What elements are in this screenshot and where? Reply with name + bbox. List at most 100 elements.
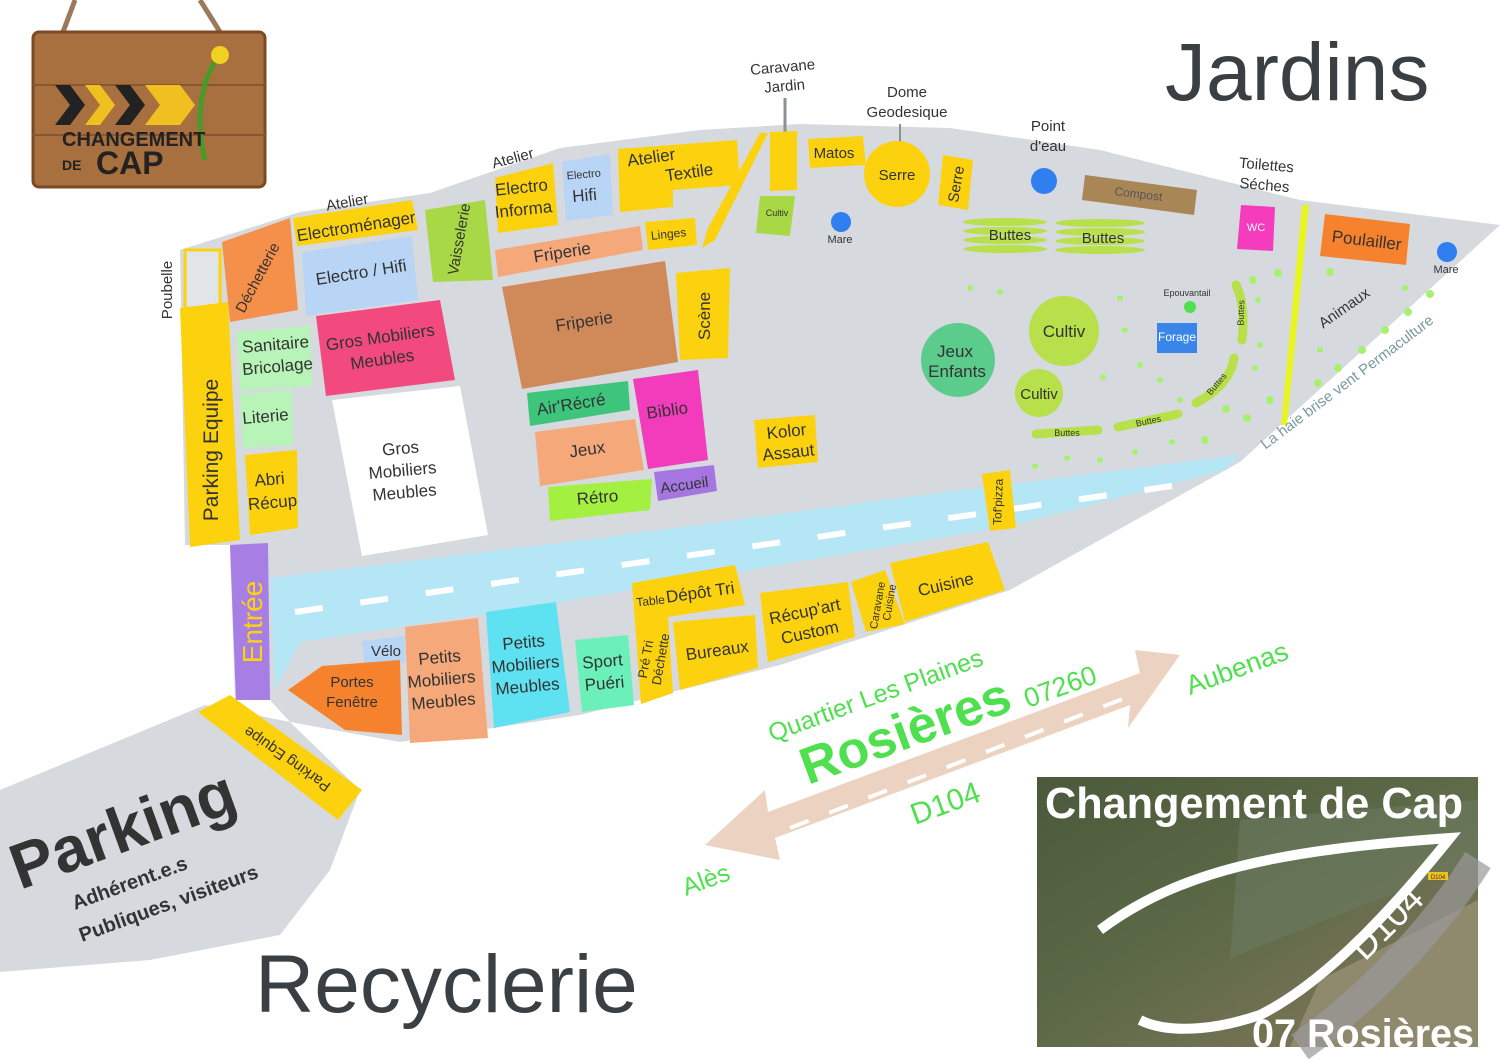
label-wc: WC (1247, 222, 1265, 234)
zone-tofpizza (982, 470, 1016, 531)
zone-portes-fenetre (288, 660, 402, 735)
label-sport-pueri-2: Puéri (584, 672, 625, 694)
zone-matos (808, 136, 866, 168)
label-electro-hifi-2b: Hifi (571, 185, 597, 206)
label-cultiv-1: Cultiv (1043, 322, 1086, 341)
label-parking-equipe: Parking Equipe (200, 379, 223, 521)
label-toilettes-2: Séches (1239, 175, 1290, 196)
zone-entree (230, 543, 270, 700)
zone-abri-recup (245, 450, 298, 535)
zone-poulailler (1320, 214, 1410, 265)
label-serre-dome: Serre (879, 167, 916, 184)
zone-gros-mobiliers-pink (316, 300, 455, 396)
label-entree: Entrée (237, 581, 268, 664)
zone-cuisine (890, 542, 1005, 622)
label-table: Table (636, 593, 666, 610)
zone-jeux (535, 419, 644, 486)
logo-text-3: CAP (96, 145, 164, 181)
label-point-eau-2: d'eau (1030, 138, 1066, 155)
logo-sign: CHANGEMENT DE CAP (31, 0, 267, 189)
zone-friperie-1 (495, 226, 643, 277)
zone-serre (938, 155, 973, 210)
label-serre: Serre (945, 165, 968, 204)
label-buttes-3: Buttes (1236, 299, 1247, 325)
label-point-eau-1: Point (1031, 118, 1066, 135)
zone-cultiv-2 (1015, 369, 1063, 417)
zone-atelier-textile (618, 140, 740, 212)
label-tofpizza: Tof'pizza (990, 478, 1006, 525)
zone-parking-equipe (180, 302, 240, 547)
label-gros-mobiliers-white-1: Gros (381, 437, 419, 459)
label-pre-tri-1: Pré Tri (635, 639, 656, 679)
zone-caravane-cuisine (851, 570, 905, 632)
zone-buttes-3 (1231, 280, 1248, 345)
zone-petits-mobiliers-1 (405, 618, 488, 743)
zone-jeux-enfants (921, 323, 995, 397)
zone-air-recre (527, 381, 630, 426)
label-buttes-6: Buttes (1054, 428, 1080, 438)
zone-electro-informa (495, 163, 558, 233)
zone-caravane-jardin (770, 131, 797, 191)
label-jeux-enfants-1: Jeux (937, 342, 973, 361)
label-matos: Matos (814, 145, 855, 162)
label-scene: Scène (695, 292, 714, 340)
title-jardins: Jardins (1165, 27, 1429, 118)
zone-gros-mobiliers-white (332, 386, 488, 556)
zone-path-strip (702, 133, 768, 248)
label-literie: Literie (242, 405, 290, 428)
zone-buttes-2 (1055, 219, 1145, 254)
zone-scene (676, 268, 730, 360)
logo-text-1: CHANGEMENT (62, 129, 205, 151)
label-linges: Linges (650, 225, 687, 243)
zone-velo (362, 636, 405, 668)
zone-sport-pueri (575, 635, 634, 712)
zone-recupart (760, 582, 855, 662)
zone-linges (645, 218, 697, 250)
road-dashes (294, 479, 1201, 615)
label-ales: Alès (678, 859, 733, 902)
label-accueil: Accueil (659, 474, 709, 498)
inset-road-sign: D104 (1431, 875, 1446, 881)
zone-biblio (633, 370, 708, 469)
zone-literie (240, 390, 293, 448)
mare-1-icon (831, 212, 851, 232)
satellite-inset: D104 Changement de Cap D104 07 Rosières (1037, 777, 1491, 1060)
zone-cultiv-small (756, 196, 795, 236)
label-abri-recup-1: Abri (254, 469, 286, 491)
label-cultiv-2: Cultiv (1020, 386, 1058, 403)
label-aubenas: Aubenas (1182, 636, 1292, 701)
zone-buttes-1 (963, 218, 1047, 253)
label-jeux-enfants-2: Enfants (928, 362, 986, 381)
zone-vaisselerie (425, 200, 493, 282)
label-caravane-jardin-2: Jardin (764, 76, 806, 96)
label-toilettes-1: Toilettes (1238, 155, 1294, 177)
label-petits-mobiliers-1a: Petits (418, 646, 462, 669)
zone-buttes-6 (1031, 425, 1103, 439)
label-caravane-jardin-1: Caravane (749, 56, 815, 79)
point-eau-icon (1031, 168, 1057, 194)
zone-parking-equipe-2 (198, 695, 362, 820)
zone-electro-hifi-2 (562, 154, 613, 221)
inset-place: 07 Rosières (1252, 1012, 1474, 1056)
zone-forage (1157, 323, 1197, 353)
zone-bureaux (673, 615, 758, 690)
label-compost: Compost (1114, 184, 1164, 204)
label-kolor-assaut-1: Kolor (766, 420, 808, 443)
label-velo: Vélo (371, 643, 401, 660)
label-buttes-2: Buttes (1082, 230, 1125, 247)
label-portes-fenetre-1: Portes (330, 674, 373, 691)
zone-buttes-5 (1113, 409, 1183, 432)
epouvantail-icon (1184, 301, 1196, 313)
zone-petits-mobiliers-2 (486, 602, 570, 728)
zone-depot-tri (632, 565, 745, 704)
label-retro: Rétro (576, 486, 619, 509)
label-jeux: Jeux (568, 438, 607, 462)
zone-cultiv-1 (1029, 296, 1099, 366)
label-buttes-1: Buttes (989, 227, 1032, 244)
zone-friperie-2 (502, 261, 678, 389)
label-dome-1: Dome (887, 84, 927, 101)
zone-serre-dome (864, 141, 930, 207)
label-forage: Forage (1158, 330, 1196, 344)
zone-electromenager (293, 200, 418, 246)
